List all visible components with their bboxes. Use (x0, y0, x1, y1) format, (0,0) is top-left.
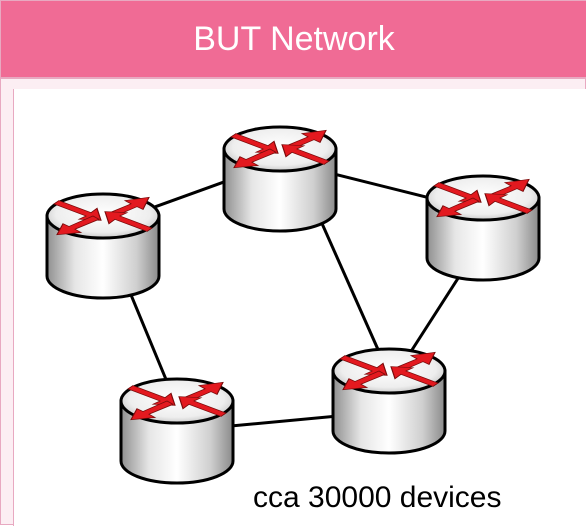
panel-header: BUT Network (1, 1, 586, 79)
router-icon-bottom-right (331, 347, 447, 455)
router-icon-bottom-left (119, 377, 235, 485)
router-icon-left (45, 192, 161, 300)
router-icon-top (222, 125, 338, 233)
device-count-caption: cca 30000 devices (253, 481, 502, 514)
router-icon-right (425, 174, 541, 282)
network-diagram (13, 89, 586, 526)
page-title: BUT Network (193, 19, 395, 58)
